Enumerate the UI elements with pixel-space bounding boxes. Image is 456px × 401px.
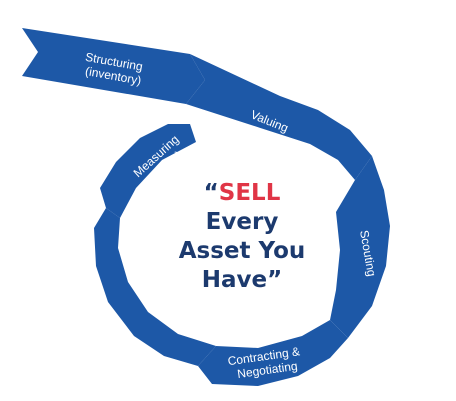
- center-slogan: “SELL Every Asset You Have”: [179, 180, 306, 293]
- step-structuring-arrow: Structuring (inventory): [22, 28, 205, 104]
- step-activating-arrow: Activating: [94, 208, 216, 366]
- step-measuring-arrow: Measuring (value): [100, 124, 196, 218]
- step-contracting-arrow: Contracting & Negotiating: [198, 320, 348, 386]
- open-quote: “: [204, 180, 219, 206]
- step-scouting-arrow: Scouting: [330, 156, 390, 338]
- center-line3: Asset You: [179, 238, 306, 264]
- step-valuing-arrow: Valuing: [186, 54, 372, 180]
- center-line2: Every: [206, 209, 279, 235]
- center-line4: Have”: [202, 267, 282, 293]
- accent-word-sell: SELL: [219, 180, 281, 206]
- center-line1: “SELL: [204, 180, 281, 206]
